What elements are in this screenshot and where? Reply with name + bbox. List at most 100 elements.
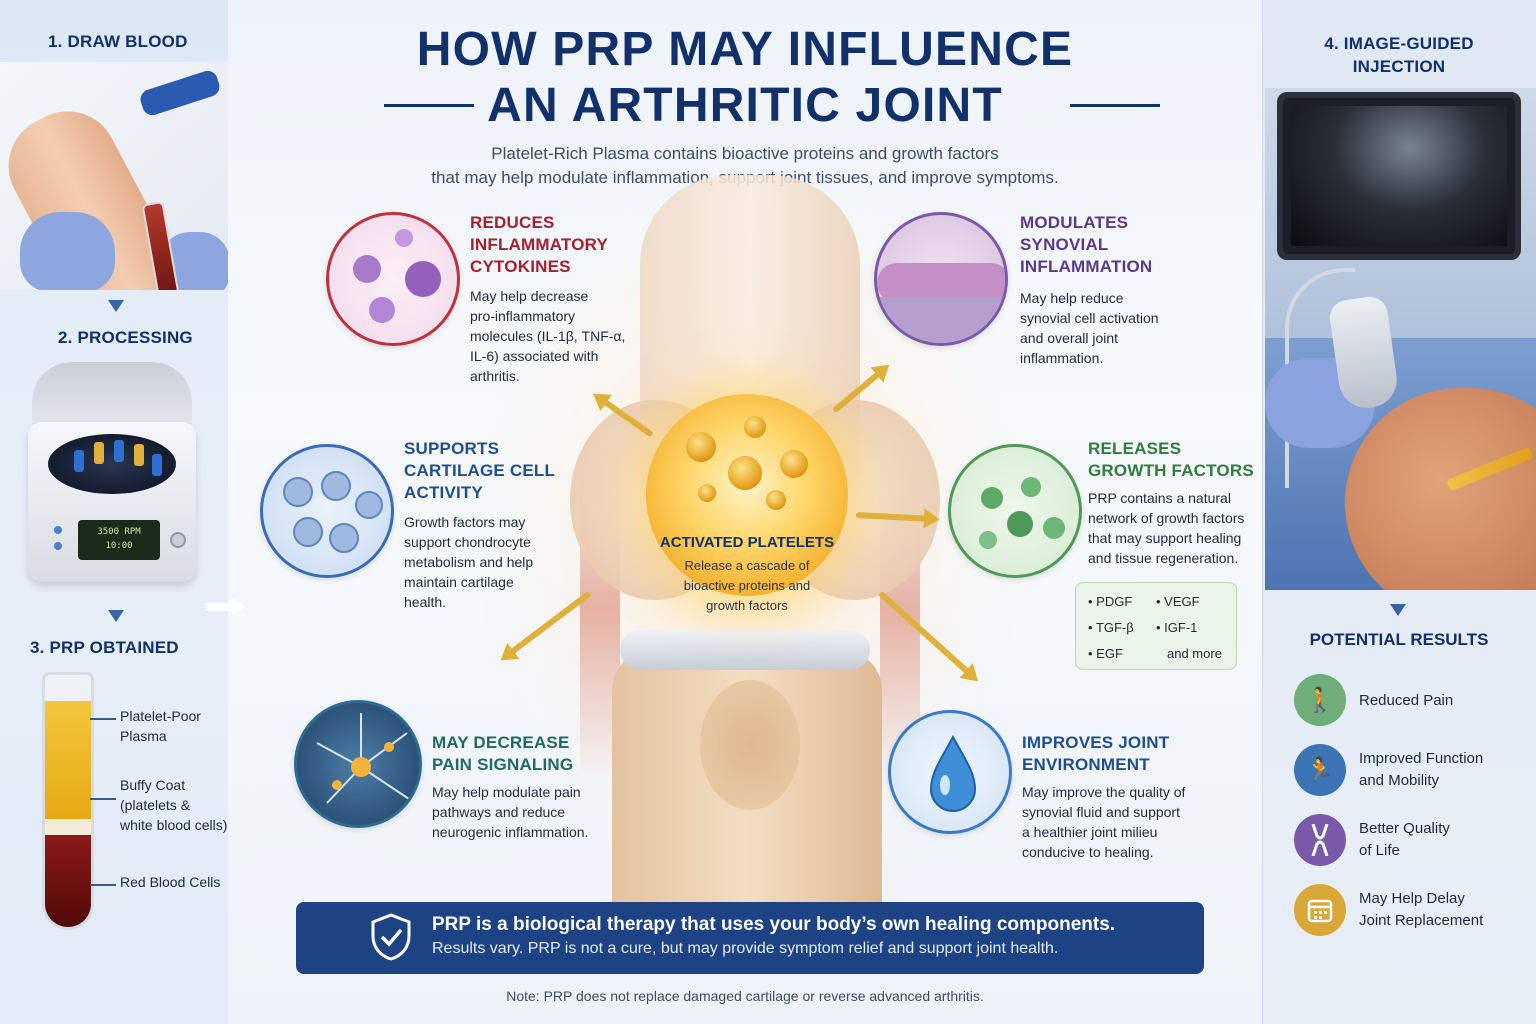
centrifuge-lid: [32, 362, 192, 432]
result-line: Joint Replacement: [1359, 912, 1484, 929]
desc-line: molecules (IL-1β, TNF-α,: [470, 328, 626, 344]
summary-banner: [296, 902, 1204, 974]
desc-line: metabolism and help: [404, 554, 534, 570]
centrifuge-time: 10:00: [105, 541, 133, 551]
desc-line: growth factors: [706, 598, 788, 613]
label-line: Buffy Coat: [120, 777, 186, 793]
title-line: PAIN SIGNALING: [432, 755, 574, 774]
result-line: Reduced Pain: [1359, 692, 1454, 709]
joint-environment-circle: [888, 710, 1012, 834]
title-line: MAY DECREASE: [432, 733, 570, 752]
main-title: HOW PRP MAY INFLUENCE AN ARTHRITIC JOINT: [228, 22, 1262, 134]
result-text: Reduced Pain: [1359, 690, 1529, 712]
cytokines-circle: [326, 212, 460, 346]
cytokine-cell-icon: [369, 297, 395, 323]
growth-factor-item: • IGF-1: [1156, 620, 1198, 635]
centrifuge-display: 3500 RPM 10:00: [78, 520, 160, 560]
banner-headline: PRP is a biological therapy that uses yo…: [432, 914, 1116, 935]
title-line: IMPROVES JOINT: [1022, 733, 1170, 752]
growth-factors-desc: PRP contains a natural network of growth…: [1088, 488, 1244, 568]
joint-environment-desc: May improve the quality of synovial flui…: [1022, 782, 1185, 862]
step-4-title-line: INJECTION: [1352, 57, 1446, 76]
centrifuge-tube: [152, 454, 162, 476]
result-reduced-pain: 🚶 Reduced Pain: [1294, 674, 1524, 728]
label-line: Plasma: [120, 728, 167, 744]
synovial-tissue-icon: [877, 263, 1005, 303]
prp-tube-illustration: [42, 672, 94, 930]
cartilage-desc: Growth factors may support chondrocyte m…: [404, 512, 533, 612]
desc-line: synovial fluid and support: [1022, 804, 1180, 820]
step-4-title-line: 4. IMAGE-GUIDED: [1324, 34, 1474, 53]
desc-line: conducive to healing.: [1022, 844, 1154, 860]
tourniquet-band: [137, 68, 223, 118]
cytokine-cell-icon: [395, 229, 413, 247]
growth-factor-more: and more: [1167, 646, 1222, 661]
desc-line: a healthier joint milieu: [1022, 824, 1158, 840]
growth-factors-circle: [948, 444, 1082, 578]
desc-line: bioactive proteins and: [683, 578, 811, 593]
centrifuge-button-icon: [54, 542, 62, 550]
title-line: MODULATES: [1020, 213, 1129, 232]
growth-factor-item: • PDGF: [1088, 594, 1133, 609]
result-text: May Help Delay Joint Replacement: [1359, 888, 1529, 932]
title-line: SUPPORTS: [404, 439, 500, 458]
growth-factors-title: RELEASES GROWTH FACTORS: [1088, 438, 1254, 482]
platelet-icon: [728, 456, 762, 490]
synovial-tissue-icon: [877, 297, 1005, 343]
pain-signaling-desc: May help modulate pain pathways and redu…: [432, 782, 588, 842]
tube-buffy-layer: [45, 819, 91, 835]
pain-signaling-title: MAY DECREASE PAIN SIGNALING: [432, 732, 573, 776]
down-arrow-icon: [108, 300, 124, 312]
growth-factor-icon: [979, 531, 997, 549]
title-rule-left: [384, 104, 474, 107]
desc-line: arthritis.: [470, 368, 520, 384]
centrifuge-knob-icon: [170, 532, 186, 548]
result-delay-replacement: May Help Delay Joint Replacement: [1294, 884, 1524, 938]
desc-line: IL-6) associated with: [470, 348, 599, 364]
subtitle-line-1: Platelet-Rich Plasma contains bioactive …: [491, 144, 999, 163]
down-arrow-icon: [1390, 604, 1406, 616]
result-improved-function: 🏃 Improved Function and Mobility: [1294, 744, 1524, 798]
label-line: white blood cells): [120, 817, 228, 833]
desc-line: Growth factors may: [404, 514, 526, 530]
chondrocyte-icon: [321, 471, 351, 501]
main-title-line-1: HOW PRP MAY INFLUENCE: [416, 23, 1074, 76]
growth-factor-name: TGF-β: [1095, 620, 1134, 635]
platelet-icon: [744, 416, 766, 438]
footer-note: Note: PRP does not replace damaged carti…: [506, 988, 984, 1004]
chondrocyte-icon: [329, 523, 359, 553]
desc-line: May help decrease: [470, 288, 589, 304]
knee-joint-icon: [1294, 814, 1346, 866]
result-text: Better Quality of Life: [1359, 818, 1529, 862]
platelet-poor-plasma-label: Platelet-Poor Plasma: [120, 706, 201, 746]
desc-line: pro-inflammatory: [470, 308, 576, 324]
result-line: of Life: [1359, 842, 1400, 859]
blood-draw-illustration: [0, 62, 228, 290]
growth-factor-name: EGF: [1096, 646, 1123, 661]
result-quality-of-life: Better Quality of Life: [1294, 814, 1524, 868]
desc-line: May help reduce: [1020, 290, 1124, 306]
patient-knee: [1345, 388, 1536, 590]
process-arrow-bar: [206, 603, 236, 611]
desc-line: network of growth factors: [1088, 510, 1245, 526]
ultrasound-monitor: [1277, 92, 1521, 260]
centrifuge-button-icon: [54, 526, 62, 534]
cartilage-circle: [260, 444, 394, 578]
walking-person-icon: 🚶: [1294, 674, 1346, 726]
growth-factor-item: • TGF-β: [1088, 620, 1134, 635]
growth-factors-list: [1075, 582, 1237, 670]
result-text: Improved Function and Mobility: [1359, 748, 1529, 792]
ultrasound-injection-illustration: [1265, 88, 1536, 590]
desc-line: maintain cartilage: [404, 574, 514, 590]
chondrocyte-icon: [355, 491, 383, 519]
desc-line: May improve the quality of: [1022, 784, 1186, 800]
centrifuge-tube: [94, 442, 104, 464]
growth-factor-item: • EGF: [1088, 646, 1123, 661]
desc-line: neurogenic inflammation.: [432, 824, 589, 840]
main-title-line-2: AN ARTHRITIC JOINT: [487, 79, 1003, 132]
buffy-coat-label: Buffy Coat (platelets & white blood cell…: [120, 775, 227, 835]
step-1-title: 1. DRAW BLOOD: [48, 32, 188, 51]
title-line: INFLAMMATORY: [470, 235, 609, 254]
desc-line: pathways and reduce: [432, 804, 566, 820]
